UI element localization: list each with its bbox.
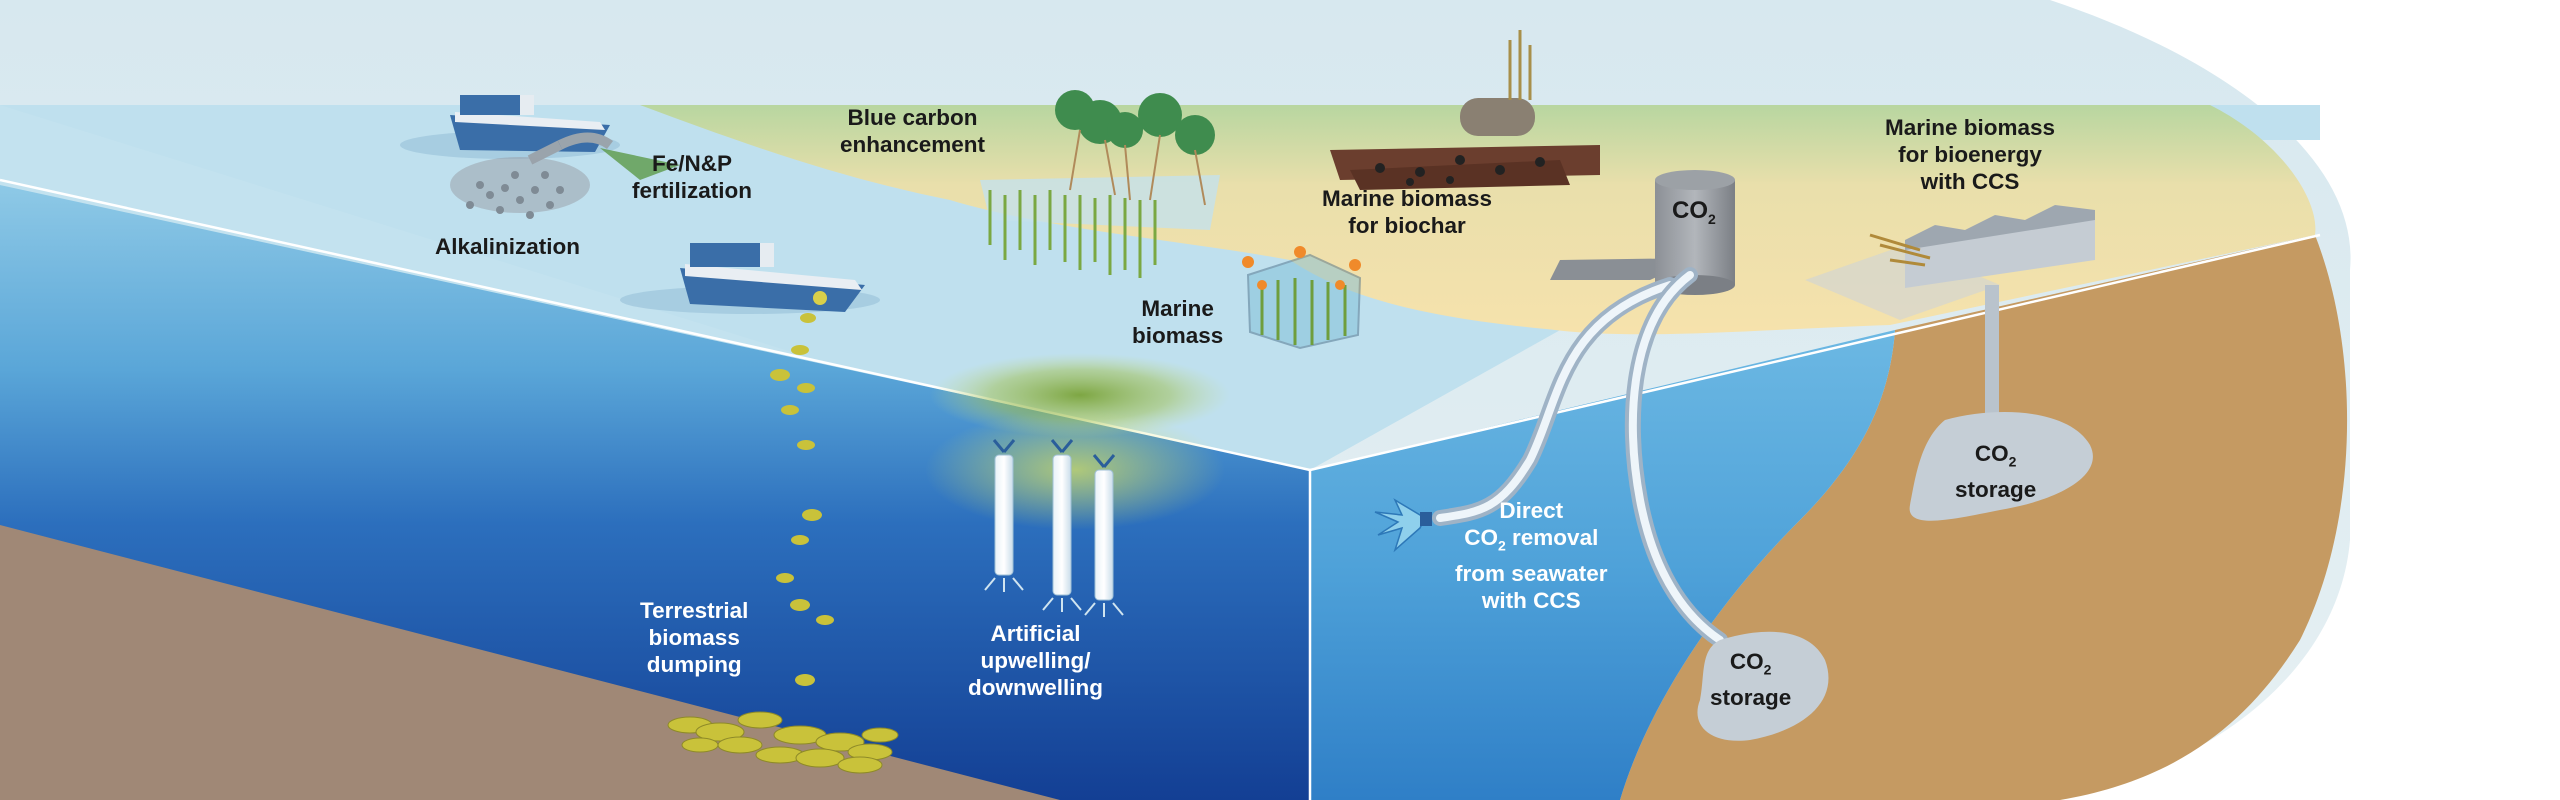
co2-silo xyxy=(1550,170,1735,295)
boat-dumping xyxy=(620,243,880,314)
alkalinization-gravel xyxy=(450,157,590,219)
label-upwelling: Artificial upwelling/ downwelling xyxy=(968,621,1103,700)
biomass-pile xyxy=(667,711,899,774)
biochar-kiln xyxy=(1330,30,1600,190)
algal-bloom xyxy=(930,353,1230,437)
label-blue-carbon: Blue carbon enhancement xyxy=(840,105,986,157)
boat-alkalinization xyxy=(400,95,620,165)
label-direct-co2-removal: Direct CO2 removal from seawater with CC… xyxy=(1455,498,1608,613)
co2-storage-sea xyxy=(1697,631,1829,741)
co2-pipe-left-inner xyxy=(1436,281,1674,522)
label-biochar: Marine biomass for biochar xyxy=(1322,186,1493,238)
label-co2-storage-land: CO2 storage xyxy=(1955,441,2037,502)
label-co2-storage-sea: CO2 storage xyxy=(1710,649,1792,710)
co2-pipe-right-inner xyxy=(1628,271,1724,644)
label-silo-co2: CO2 xyxy=(1672,197,1716,227)
ocean-right-face xyxy=(1310,330,1895,800)
upwelling-pipes xyxy=(984,439,1124,617)
label-alkalinization: Alkalinization xyxy=(435,234,581,259)
label-terrestrial-dumping: Terrestrial biomass dumping xyxy=(640,598,749,677)
intake-nozzle xyxy=(1374,498,1432,553)
marine-biomass-cage xyxy=(1242,246,1362,350)
mangroves xyxy=(980,90,1220,278)
upwelling-glow xyxy=(925,410,1225,530)
label-marine-biomass: Marine biomass xyxy=(1132,296,1224,348)
label-fertilization: Fe/N&P fertilization xyxy=(632,151,753,203)
fertilization-plume xyxy=(600,148,680,180)
bioenergy-plant xyxy=(1805,205,2095,425)
label-bioenergy: Marine biomass for bioenergy with CCS xyxy=(1885,115,2056,194)
falling-biomass xyxy=(770,313,834,686)
co2-storage-land xyxy=(1909,412,2093,521)
